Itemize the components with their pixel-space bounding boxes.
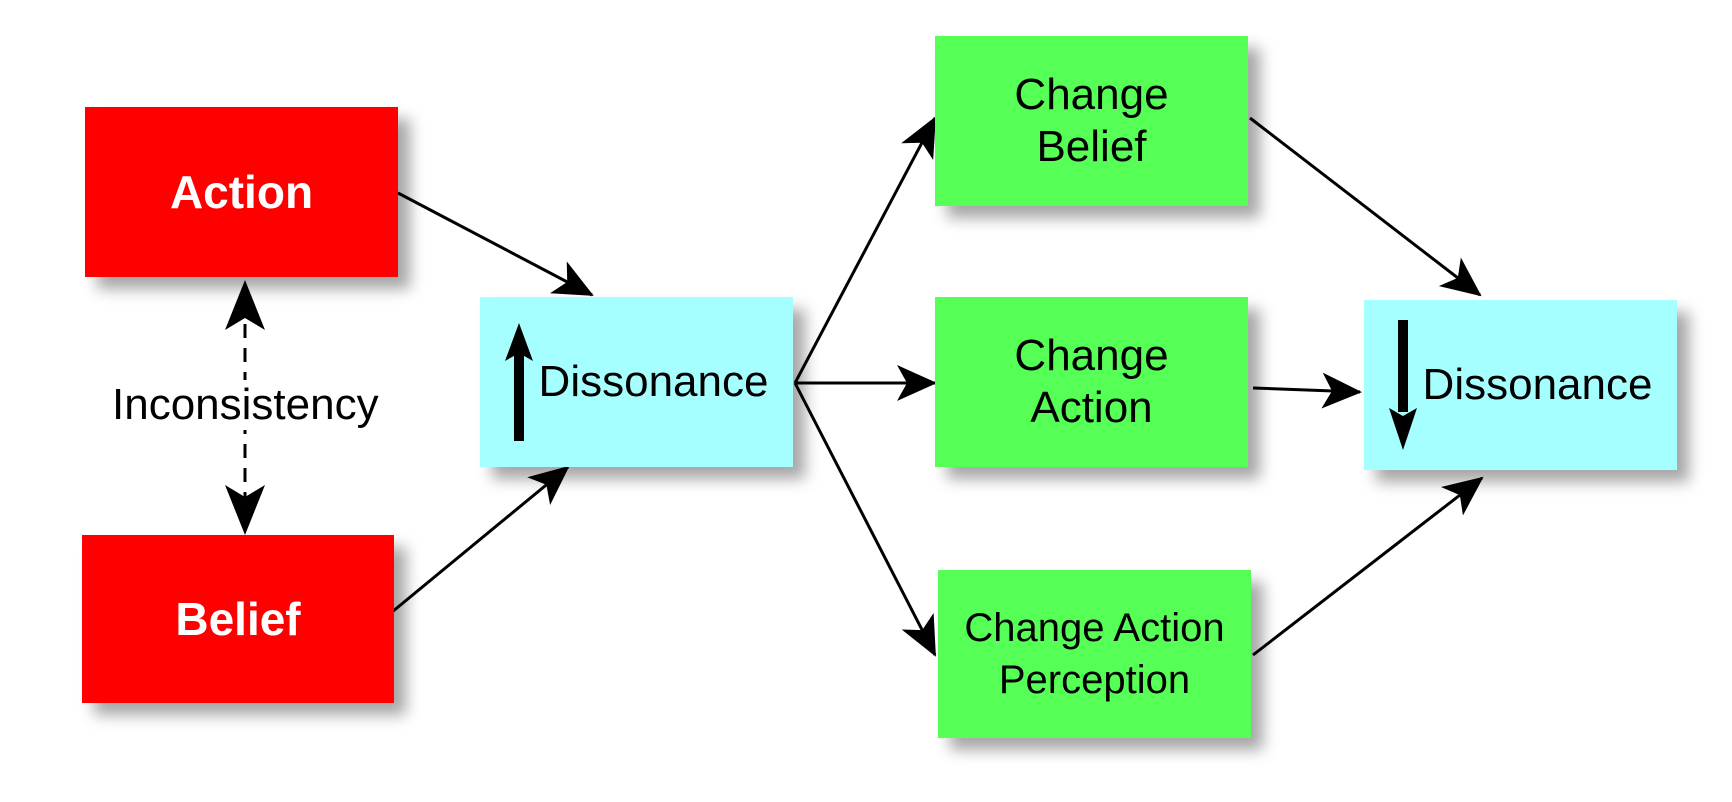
node-change-belief-line2: Belief: [1036, 122, 1147, 171]
node-action-label: Action: [169, 166, 314, 218]
node-change-belief-line1: Change: [1014, 70, 1169, 119]
node-change-action: Change Action: [935, 297, 1248, 467]
node-change-belief: Change Belief: [935, 36, 1248, 206]
node-dissonance-down-label: Dissonance: [1422, 360, 1653, 409]
node-belief-label: Belief: [175, 593, 301, 645]
up-arrow-icon: [504, 323, 533, 441]
node-action: Action: [85, 107, 398, 277]
node-change-action-perception-line1: Change Action: [964, 606, 1225, 650]
node-change-action-perception-line2: Perception: [998, 658, 1191, 702]
node-dissonance-up-label: Dissonance: [538, 357, 769, 406]
edge-change-belief-to-dissonance: [1249, 116, 1482, 297]
edge-belief-to-dissonance: [391, 465, 570, 614]
node-belief: Belief: [82, 535, 394, 703]
edge-dissonance-to-change-action-perception: [793, 382, 937, 657]
inconsistency-arrowhead-down: [225, 485, 265, 535]
node-change-action-perception: Change Action Perception: [938, 570, 1251, 738]
edge-action-to-dissonance: [397, 191, 594, 297]
node-change-action-line2: Action: [1030, 383, 1153, 432]
edge-change-action-to-dissonance: [1252, 372, 1362, 409]
node-dissonance-up: Dissonance: [480, 297, 793, 467]
node-change-action-line1: Change: [1014, 331, 1169, 380]
edge-change-action-perception-to-dissonance: [1252, 476, 1484, 657]
node-dissonance-down: Dissonance: [1364, 300, 1677, 470]
inconsistency-label: Inconsistency: [108, 380, 383, 430]
edge-dissonance-to-change-belief: [793, 116, 937, 384]
down-arrow-icon: [1388, 320, 1417, 450]
inconsistency-arrowhead-up: [225, 280, 265, 330]
